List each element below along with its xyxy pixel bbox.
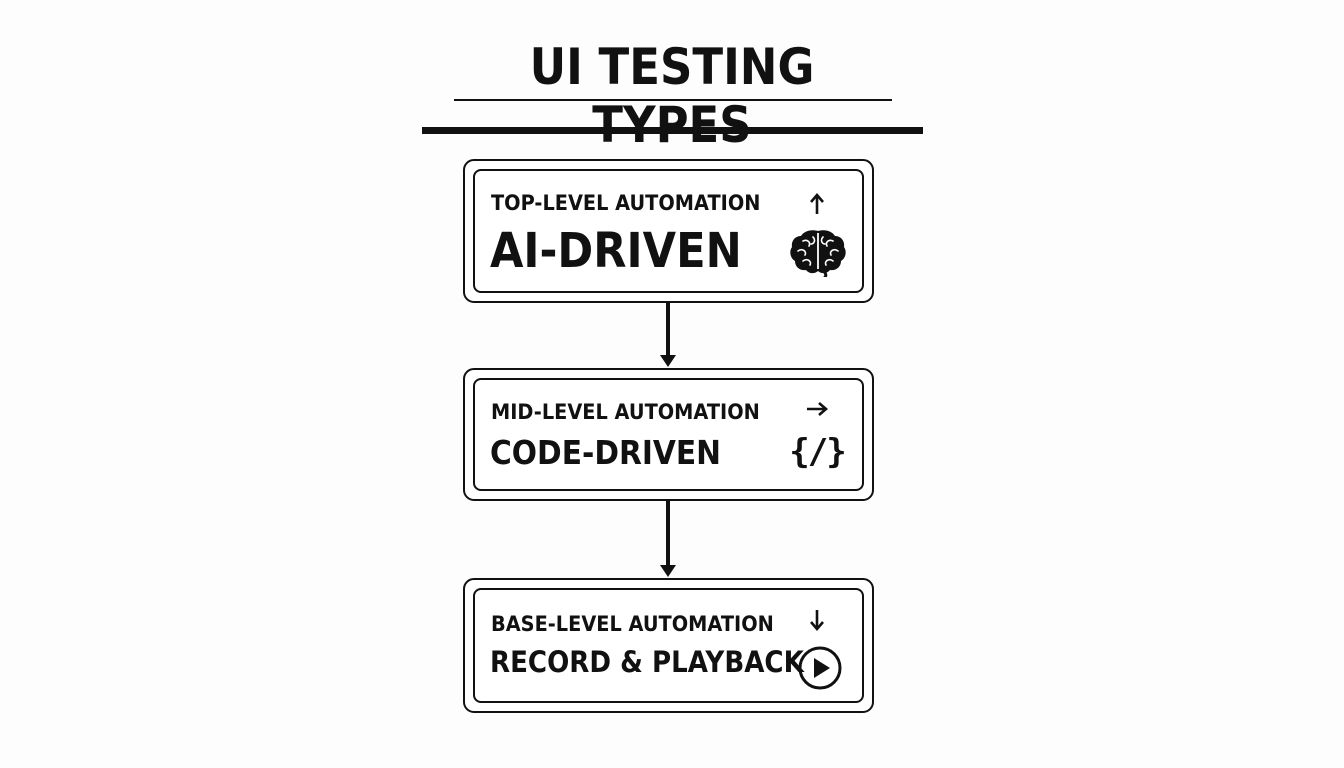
level-box-base-inner-border (473, 588, 864, 703)
level-box-base: BASE-LEVEL AUTOMATION RECORD & PLAYBACK (463, 578, 874, 713)
brain-icon (790, 230, 846, 277)
level-label-mid: MID-LEVEL AUTOMATION (491, 400, 760, 424)
code-icon: {/} (789, 432, 846, 472)
arrow-down-icon (810, 610, 824, 631)
level-box-top: TOP-LEVEL AUTOMATION AI-DRIVEN (463, 159, 874, 303)
level-name-mid: CODE-DRIVEN (490, 433, 722, 472)
level-box-top-inner-border (473, 169, 864, 293)
title-underline (454, 99, 892, 101)
level-name-top: AI-DRIVEN (490, 223, 742, 279)
title-divider (422, 127, 923, 134)
level-label-base: BASE-LEVEL AUTOMATION (491, 612, 774, 636)
connector-arrow-top-to-mid (660, 303, 676, 367)
arrow-up-icon (810, 193, 824, 214)
diagram-title: UI TESTING TYPES (529, 38, 815, 154)
play-icon (798, 646, 842, 690)
connector-arrow-mid-to-base (660, 501, 676, 577)
level-label-top: TOP-LEVEL AUTOMATION (491, 191, 761, 215)
level-name-base: RECORD & PLAYBACK (490, 645, 804, 679)
level-box-mid-inner-border (473, 378, 864, 491)
arrow-right-icon (807, 402, 828, 416)
level-box-mid: MID-LEVEL AUTOMATION CODE-DRIVEN {/} (463, 368, 874, 501)
